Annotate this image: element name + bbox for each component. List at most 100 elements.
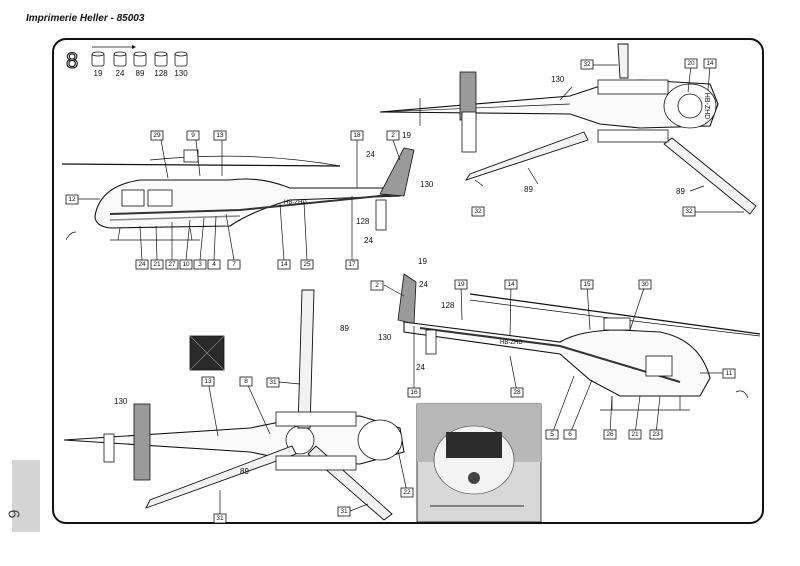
paint-code-label: 24 <box>419 280 428 289</box>
paint-code-label: 19 <box>402 131 411 140</box>
helicopter-top-view-bottom <box>63 289 405 521</box>
step-number: 8 <box>66 48 78 73</box>
svg-text:128: 128 <box>154 69 168 78</box>
callout: 14 <box>504 279 518 290</box>
callout: 30 <box>638 279 652 290</box>
page-header: Imprimerie Heller - 85003 <box>26 13 145 24</box>
callout: 6 <box>563 429 577 440</box>
svg-text:22: 22 <box>403 489 411 496</box>
leader-lines <box>78 64 744 519</box>
callout: 32 <box>471 206 485 217</box>
svg-text:11: 11 <box>726 370 733 377</box>
callout: 24 <box>135 259 149 270</box>
paint-code-label: 130 <box>420 180 434 189</box>
callout: 10 <box>179 259 193 270</box>
svg-text:14: 14 <box>507 281 515 288</box>
callout: 15 <box>580 279 594 290</box>
paint-pot-19: 19 <box>91 51 105 78</box>
callout: 3 <box>193 259 207 270</box>
callout: 31 <box>337 506 351 517</box>
paint-code-label: 128 <box>356 217 370 226</box>
svg-text:32: 32 <box>474 208 482 215</box>
svg-text:6: 6 <box>568 431 572 438</box>
paint-code-label: 128 <box>441 301 455 310</box>
svg-text:32: 32 <box>583 61 591 68</box>
svg-text:2: 2 <box>375 282 379 289</box>
svg-text:19: 19 <box>457 281 465 288</box>
svg-text:8: 8 <box>244 378 248 385</box>
callout-group-side-right: 19 2 24 128 130 24 19 14 15 30 16 28 11 … <box>370 257 736 440</box>
svg-text:24: 24 <box>116 69 125 78</box>
paint-code-label: 24 <box>416 363 425 372</box>
callout: 22 <box>400 487 414 498</box>
paint-code-label: 130 <box>378 333 392 342</box>
svg-text:26: 26 <box>606 431 614 438</box>
svg-text:21: 21 <box>153 261 161 268</box>
paint-code-label: 24 <box>364 236 373 245</box>
svg-text:31: 31 <box>269 379 277 386</box>
svg-text:29: 29 <box>153 132 161 139</box>
svg-text:19: 19 <box>94 69 103 78</box>
callout: 13 <box>201 376 215 387</box>
callout: 32 <box>682 206 696 217</box>
svg-text:13: 13 <box>204 378 212 385</box>
paint-code-label: 89 <box>676 187 685 196</box>
callout: 26 <box>603 429 617 440</box>
helicopter-side-view-right: HB-ZHD <box>397 273 761 411</box>
svg-text:89: 89 <box>136 69 145 78</box>
callout: 2 <box>386 130 400 141</box>
svg-text:14: 14 <box>706 60 714 67</box>
callout: 31 <box>266 377 280 388</box>
paint-code-label: 89 <box>240 467 249 476</box>
paint-pot-130: 130 <box>174 51 188 78</box>
callout: 11 <box>722 368 736 379</box>
callout: 7 <box>227 259 241 270</box>
callout: 2 <box>370 280 384 291</box>
svg-text:27: 27 <box>168 261 176 268</box>
callout: 27 <box>165 259 179 270</box>
instruction-frame <box>52 38 764 524</box>
callout: 16 <box>407 387 421 398</box>
page-tab <box>12 460 40 532</box>
svg-text:30: 30 <box>641 281 649 288</box>
callout: 19 <box>454 279 468 290</box>
svg-text:2: 2 <box>391 132 395 139</box>
svg-text:5: 5 <box>550 431 554 438</box>
svg-text:16: 16 <box>410 389 418 396</box>
paint-code-label: 130 <box>551 75 565 84</box>
helicopter-top-view: HB-ZHD <box>379 43 757 215</box>
svg-text:28: 28 <box>513 389 521 396</box>
callout: 29 <box>150 130 164 141</box>
svg-text:HB-ZHD: HB-ZHD <box>703 93 710 119</box>
svg-text:15: 15 <box>583 281 591 288</box>
paint-code-label: 130 <box>114 397 128 406</box>
reference-photo <box>416 403 542 523</box>
callout: 8 <box>239 376 253 387</box>
svg-text:20: 20 <box>687 60 695 67</box>
svg-text:18: 18 <box>353 132 361 139</box>
paint-code-label: 19 <box>418 257 427 266</box>
callout: 20 <box>684 58 698 69</box>
svg-text:13: 13 <box>216 132 224 139</box>
callout: 5 <box>545 429 559 440</box>
svg-text:14: 14 <box>280 261 288 268</box>
callout: 14 <box>277 259 291 270</box>
callout: 4 <box>207 259 221 270</box>
svg-text:HB-ZHD: HB-ZHD <box>500 340 523 346</box>
svg-text:3: 3 <box>198 261 202 268</box>
callout-group-top-view: 32 130 20 14 32 89 89 32 <box>471 58 717 217</box>
callout: 9 <box>186 130 200 141</box>
svg-text:21: 21 <box>631 431 639 438</box>
svg-text:24: 24 <box>138 261 146 268</box>
paint-legend: 19 24 89 128 130 <box>91 45 188 78</box>
callout: 32 <box>580 59 594 70</box>
svg-text:130: 130 <box>174 69 188 78</box>
svg-text:12: 12 <box>68 196 76 203</box>
svg-text:4: 4 <box>212 261 216 268</box>
callout: 21 <box>150 259 164 270</box>
callout: 13 <box>213 130 227 141</box>
callout: 28 <box>510 387 524 398</box>
svg-text:9: 9 <box>191 132 195 139</box>
svg-text:7: 7 <box>232 261 236 268</box>
